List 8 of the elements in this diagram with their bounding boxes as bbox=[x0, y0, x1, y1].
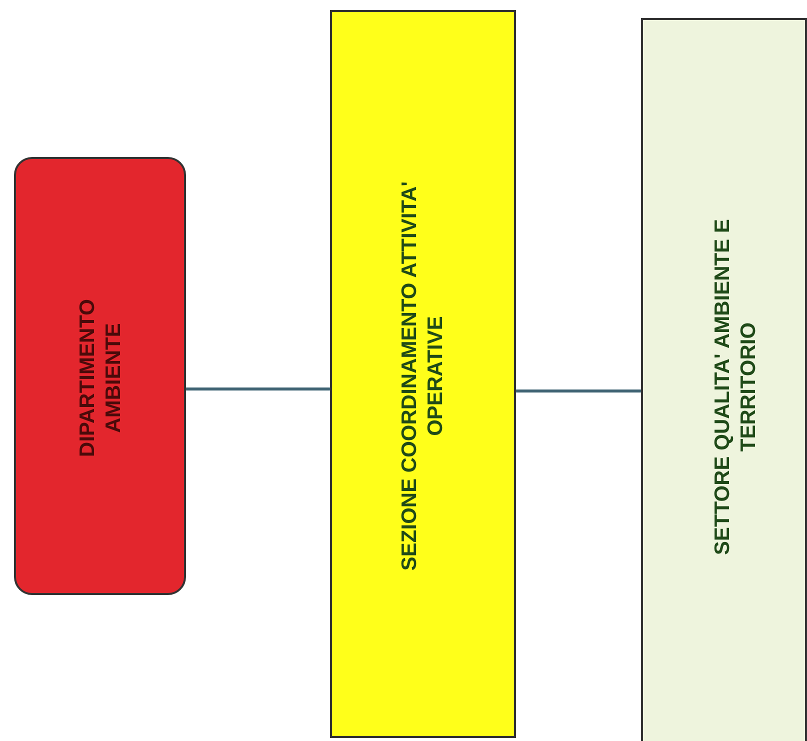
connector-line bbox=[186, 388, 330, 390]
box-label: SEZIONE COORDINAMENTO ATTIVITA' OPERATIVE bbox=[397, 180, 448, 573]
box-label: DIPARTIMENTO AMBIENTE bbox=[75, 298, 126, 459]
process-box bbox=[330, 10, 516, 738]
rounded-box bbox=[14, 157, 186, 595]
connector-line bbox=[516, 390, 641, 392]
process-box bbox=[641, 18, 807, 741]
box-label: SETTORE QUALITA' AMBIENTE E TERRITORIO bbox=[710, 218, 762, 557]
